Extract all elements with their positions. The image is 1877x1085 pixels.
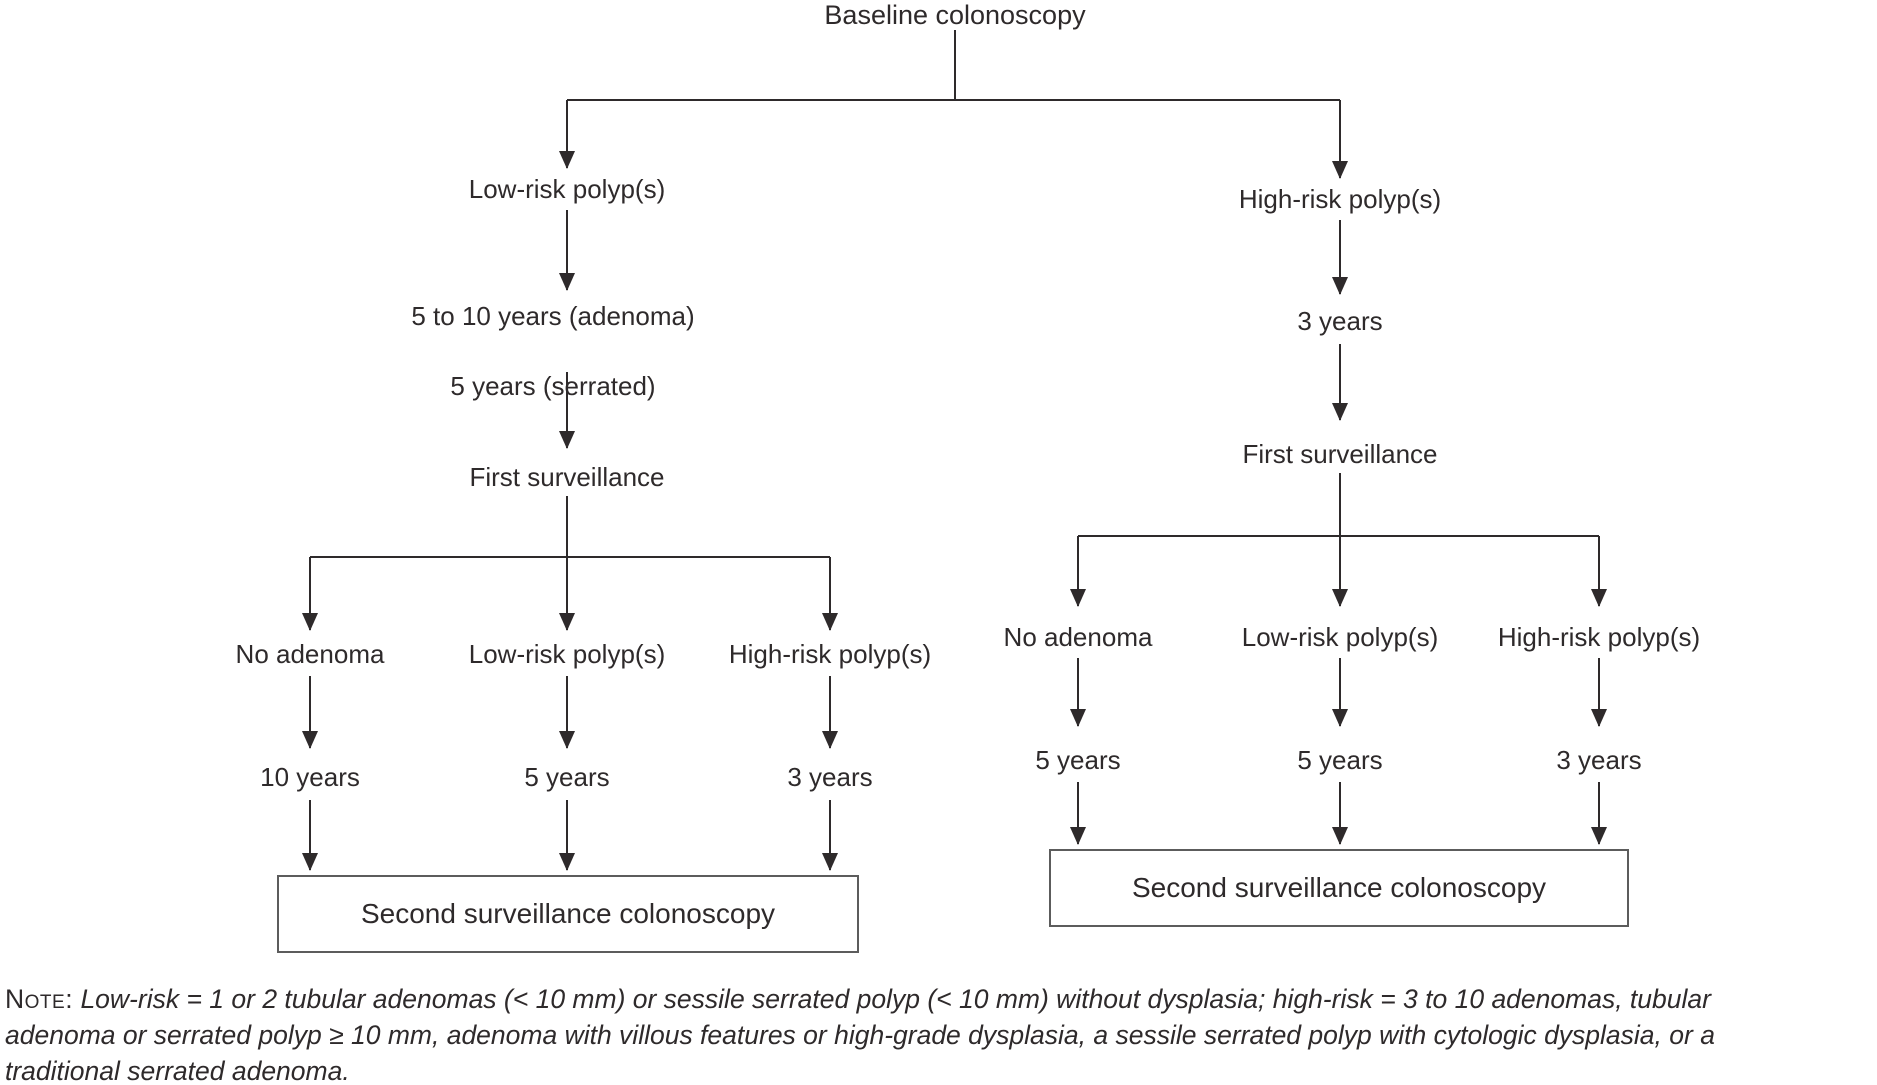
node-left-interval-10-years: 10 years xyxy=(260,762,360,792)
footnote: Note: Low-risk = 1 or 2 tubular adenomas… xyxy=(5,981,1872,1085)
node-left-outcome-low-risk: Low-risk polyp(s) xyxy=(468,639,666,669)
node-left-finding: Low-risk polyp(s) xyxy=(468,174,666,204)
node-right-interval-3-years: 3 years xyxy=(1556,745,1642,775)
node-right-interval: 3 years xyxy=(1297,306,1383,336)
footnote-label: Note: xyxy=(5,984,74,1014)
footnote-line-2: adenoma or serrated polyp ≥ 10 mm, adeno… xyxy=(5,1020,1715,1050)
footnote-line-3: traditional serrated adenoma. xyxy=(5,1056,350,1085)
left-interval-line2: 5 years (serrated) xyxy=(450,371,656,401)
node-right-interval-5-years-b: 5 years xyxy=(1297,745,1383,775)
left-interval-line1: 5 to 10 years (adenoma) xyxy=(411,301,695,331)
footnote-text-1: Low-risk = 1 or 2 tubular adenomas (< 10… xyxy=(80,984,1711,1014)
footnote-line-1: Note: Low-risk = 1 or 2 tubular adenomas… xyxy=(5,981,1872,1017)
node-right-outcome-low-risk: Low-risk polyp(s) xyxy=(1241,622,1439,652)
node-left-interval-5-years: 5 years xyxy=(524,762,610,792)
box-left-second-surveillance: Second surveillance colonoscopy xyxy=(277,875,859,953)
node-left-interval-3-years: 3 years xyxy=(787,762,873,792)
node-left-first-surveillance: First surveillance xyxy=(469,462,665,492)
node-right-interval-5-years-a: 5 years xyxy=(1035,745,1121,775)
node-baseline-colonoscopy: Baseline colonoscopy xyxy=(824,0,1086,30)
node-left-outcome-no-adenoma: No adenoma xyxy=(235,639,385,669)
node-right-outcome-high-risk: High-risk polyp(s) xyxy=(1497,622,1701,652)
node-left-interval: 5 to 10 years (adenoma) 5 years (serrate… xyxy=(411,299,694,404)
node-left-outcome-high-risk: High-risk polyp(s) xyxy=(728,639,932,669)
node-right-finding: High-risk polyp(s) xyxy=(1238,184,1442,214)
box-left-label: Second surveillance colonoscopy xyxy=(360,898,776,929)
box-right-label: Second surveillance colonoscopy xyxy=(1131,872,1547,903)
node-right-first-surveillance: First surveillance xyxy=(1242,439,1438,469)
box-right-second-surveillance: Second surveillance colonoscopy xyxy=(1049,849,1629,927)
node-right-outcome-no-adenoma: No adenoma xyxy=(1003,622,1153,652)
